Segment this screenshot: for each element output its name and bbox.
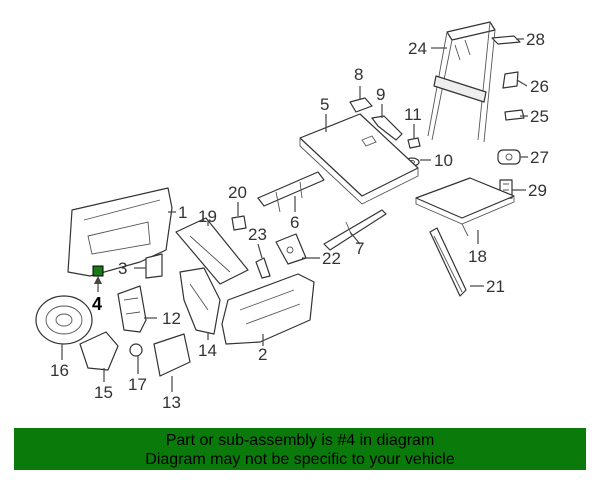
callout-21: 21 (486, 277, 505, 296)
part-23-bracket (255, 257, 271, 279)
callout-26: 26 (530, 77, 549, 96)
part-15-tray (79, 331, 119, 371)
part-5-load-floor (299, 113, 419, 205)
callout-4: 4 (92, 294, 102, 314)
callout-labels: 1 2 3 4 5 6 7 8 9 10 11 12 13 14 15 16 1… (50, 30, 549, 412)
callout-12: 12 (162, 309, 181, 328)
part-22-bracket (275, 233, 307, 265)
callout-24: 24 (408, 39, 427, 58)
banner-line-1: Part or sub-assembly is #4 in diagram (165, 432, 435, 449)
part-13-insulator (153, 333, 191, 377)
part-28-clip (491, 35, 521, 45)
parts-diagram: 1 2 3 4 5 6 7 8 9 10 11 12 13 14 15 16 1… (35, 21, 549, 412)
callout-23: 23 (248, 225, 267, 244)
callout-6: 6 (290, 213, 299, 232)
callout-9: 9 (376, 85, 385, 104)
part-6-rail-bracket (257, 171, 325, 213)
callout-14: 14 (198, 341, 217, 360)
callout-28: 28 (526, 30, 545, 49)
part-27-bracket (497, 149, 521, 165)
callout-20: 20 (228, 183, 247, 202)
callout-16: 16 (50, 361, 69, 380)
part-20-clip (231, 215, 247, 231)
leader-lines (61, 38, 528, 392)
part-2-quarter-trim-right (221, 273, 315, 345)
info-banner: Part or sub-assembly is #4 in diagram Di… (14, 428, 586, 470)
callout-15: 15 (94, 383, 113, 402)
part-26-clip (502, 71, 519, 89)
part-8-clip (349, 97, 373, 113)
part-16-spare-insert (35, 295, 93, 345)
part-21-pillar-trim (429, 227, 467, 297)
callout-3: 3 (118, 259, 127, 278)
callout-7: 7 (355, 239, 364, 258)
callout-8: 8 (354, 65, 363, 84)
callout-22: 22 (322, 249, 341, 268)
part-12-insulator (117, 285, 147, 333)
callout-11: 11 (404, 105, 422, 124)
callout-29: 29 (528, 181, 547, 200)
callout-2: 2 (258, 345, 267, 364)
callout-27: 27 (530, 148, 549, 167)
part-3-cover (145, 253, 163, 279)
part-25-clip (504, 109, 525, 121)
part-18-tonneau-cover (415, 177, 515, 237)
banner-line-2: Diagram may not be specific to your vehi… (145, 451, 455, 468)
callout-17: 17 (128, 375, 147, 394)
part-11-clip (407, 137, 421, 149)
callout-10: 10 (434, 151, 453, 170)
callout-13: 13 (162, 393, 181, 412)
callout-25: 25 (530, 107, 549, 126)
part-19-trim (175, 217, 249, 285)
part-24-cargo-screen (427, 21, 496, 143)
part-4-highlighted (92, 265, 104, 277)
part-14-trim (179, 267, 221, 335)
callout-1: 1 (178, 203, 187, 222)
callout-19: 19 (198, 207, 217, 226)
callout-18: 18 (468, 247, 487, 266)
callout-5: 5 (320, 95, 329, 114)
part-17-clip (129, 343, 143, 357)
